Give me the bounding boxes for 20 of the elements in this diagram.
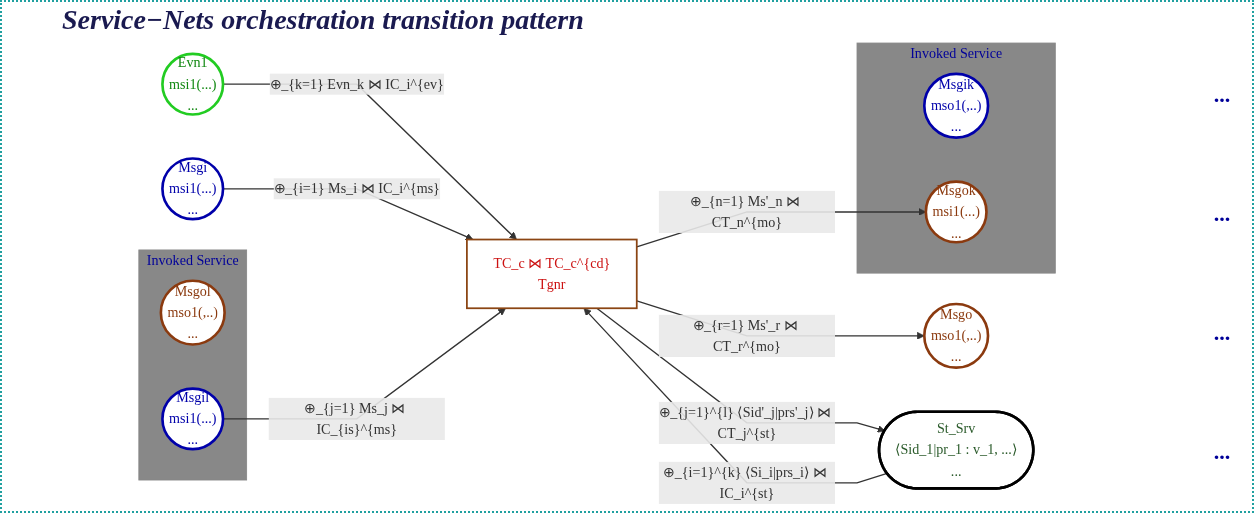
node-box: TC_c ⋈ TC_c^{cd} Tgnr xyxy=(465,238,638,310)
ellipsis-mark: ... xyxy=(1213,201,1231,228)
node-circle: Msgol mso1(,..) ... xyxy=(159,279,226,346)
edge-label: ⊕_{k=1} Evn_k ⋈ IC_i^{ev} xyxy=(269,76,444,92)
diagram-title: Service−Nets orchestration transition pattern xyxy=(62,4,585,36)
node-circle: Msgik mso1(,..) ... xyxy=(922,72,990,139)
ellipsis-mark: ... xyxy=(1213,438,1231,465)
edge-label: ⊕_{r=1} Ms'_r ⋈ CT_r^{mo} xyxy=(692,317,798,354)
node-circle: Evn1 msi1(...) ... xyxy=(161,52,225,116)
node-circle: Msgil msi1(...) ... xyxy=(161,387,225,451)
node-circle: Msgo mso1(,..) ... xyxy=(922,302,990,369)
ellipsis-mark: ... xyxy=(1213,82,1231,109)
edge-label: ⊕_{i=1} Ms_i ⋈ IC_i^{ms} xyxy=(273,180,440,196)
edge-label: ⊕_{j=1}^{l} ⟨Sid'_j|prs'_j⟩ ⋈ CT_j^{st} xyxy=(658,404,832,441)
edge-label: ⊕_{n=1} Ms'_n ⋈ CT_n^{mo} xyxy=(690,193,800,230)
arrow xyxy=(596,307,886,433)
edge-label: ⊕_{j=1} Ms_j ⋈ IC_{is}^{ms} xyxy=(304,400,406,437)
node-circle: Msgi msi1(...) ... xyxy=(161,157,225,221)
ellipsis-mark: ... xyxy=(1213,319,1231,346)
edge-label: ⊕_{i=1}^{k} ⟨Si_i|prs_i⟩ ⋈ IC_i^{st} xyxy=(663,464,827,501)
